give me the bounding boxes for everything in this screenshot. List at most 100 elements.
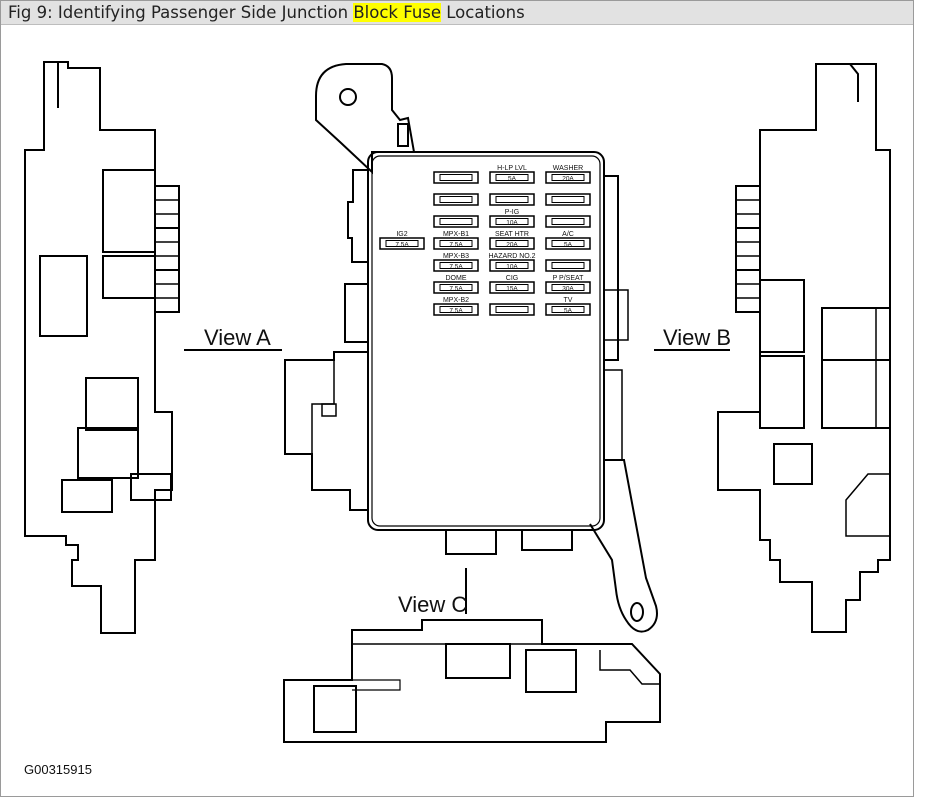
fuse-r1-c3-label: WASHER xyxy=(553,165,583,172)
bottom-bracket xyxy=(589,459,658,633)
fuse-r5-c2-label: CIG xyxy=(506,275,518,282)
center-drawing xyxy=(284,63,658,633)
fuse-ig2: IG2 7.5A xyxy=(379,231,425,250)
left-connector-3 xyxy=(284,351,368,511)
fuse-r6-c1-rating: 7.5A xyxy=(449,308,463,315)
view-c-block-2 xyxy=(445,643,511,679)
fuse-r3-c1-rating: 7.5A xyxy=(449,242,463,249)
top-bracket-hole xyxy=(339,88,357,106)
view-c-label: View C xyxy=(398,592,467,617)
fuse-r1-c3: WASHER 20A xyxy=(545,165,591,184)
fuse-r5-c1-rating: 7.5A xyxy=(449,286,463,293)
view-a-connector-1 xyxy=(154,185,180,229)
fuse-r1-c3-rating: 20A xyxy=(562,176,574,183)
fuse-r2-c2-rating: 10A xyxy=(506,220,518,227)
fuse-r3-c2-label: SEAT HTR xyxy=(495,231,529,238)
fuse-r1-c3-element xyxy=(551,174,585,181)
fuse-r3-c2-rating: 20A xyxy=(506,242,518,249)
title-highlight: Block Fuse xyxy=(353,3,442,22)
view-b-connector-3 xyxy=(735,269,761,313)
fuse-r3-c3-element xyxy=(551,240,585,247)
fuse-r2-c2-element xyxy=(495,218,529,225)
fuse-r3-c2-element xyxy=(495,240,529,247)
fuse-r3-c3-rating: 5A xyxy=(564,242,573,249)
fuse-r6-c1-label: MPX-B2 xyxy=(443,297,469,304)
fuse-r4-c1: MPX-B37.5A xyxy=(433,253,479,272)
scrollbar-gutter xyxy=(914,0,932,799)
fuse-r5-c3-rating: 30A xyxy=(562,286,574,293)
fuse-r1-c2-label: H-LP LVL xyxy=(497,165,527,172)
fuse-r1b-c3 xyxy=(545,193,591,206)
title-suffix: Locations xyxy=(441,3,525,22)
fuse-ig2-rating: 7.5A xyxy=(395,242,409,249)
fuse-r5-c3: P P/SEAT 30A xyxy=(545,275,591,294)
view-b-outline xyxy=(717,63,891,633)
junction-block-inner xyxy=(371,155,601,527)
fuse-ig2-label: IG2 xyxy=(396,231,407,238)
view-a-connector-2 xyxy=(154,227,180,271)
fuse-r3-c2: SEAT HTR 20A xyxy=(489,231,535,250)
fuse-r3-c1-label: MPX-B1 xyxy=(443,231,469,238)
view-a-block-2 xyxy=(102,255,156,299)
fuse-r4-c3 xyxy=(545,259,591,272)
fuse-r1b-c2 xyxy=(489,193,535,206)
fuse-r5-c1-element xyxy=(439,284,473,291)
fuse-r6-c3-rating: 5A xyxy=(564,308,573,315)
fuse-r1-c2-element xyxy=(495,174,529,181)
view-a-block-5 xyxy=(77,427,139,479)
view-a-block-6 xyxy=(61,479,113,513)
fuse-r3-c1: MPX-B1 7.5A xyxy=(433,231,479,250)
fuse-r4-c2-rating: 10A xyxy=(506,264,518,271)
fuse-r4-c3-element xyxy=(551,262,585,269)
fuse-r5-c3-element xyxy=(551,284,585,291)
fuse-r1-c2: H-LP LVL 5A xyxy=(489,165,535,184)
fuse-r1b-c3-element xyxy=(551,196,585,203)
view-a-outline xyxy=(24,61,173,634)
fuse-r4-c1-element xyxy=(439,262,473,269)
view-b-block-4 xyxy=(821,359,891,429)
fuse-r2-c3 xyxy=(545,215,591,228)
view-c-block-3 xyxy=(525,649,577,693)
bottom-bracket-hole xyxy=(630,602,644,622)
fuse-r6-c3-element xyxy=(551,306,585,313)
view-a-block-7 xyxy=(130,473,172,501)
view-b-connector-2 xyxy=(735,227,761,271)
view-b-label: View B xyxy=(663,325,731,350)
title-prefix: Fig 9: Identifying Passenger Side Juncti… xyxy=(8,3,354,22)
bottom-connector-2 xyxy=(521,529,573,551)
fuse-r1-c1-element xyxy=(439,174,473,181)
view-a-block-1 xyxy=(102,169,156,253)
fuse-r6-c1: MPX-B2 7.5A xyxy=(433,297,479,316)
view-b-connector-1 xyxy=(735,185,761,229)
fuse-r1-c2-rating: 5A xyxy=(508,176,517,183)
fuse-r6-c3: TV 5A xyxy=(545,297,591,316)
fuse-r2-c1 xyxy=(433,215,479,228)
fuse-r6-c1-element xyxy=(439,306,473,313)
view-a-connector-3 xyxy=(154,269,180,313)
fuse-r1b-c1 xyxy=(433,193,479,206)
view-b-block-1 xyxy=(759,279,805,353)
fuse-r1-c1 xyxy=(433,171,479,184)
fuse-r4-c1-rating: 7.5A xyxy=(449,264,463,271)
view-a-block-4 xyxy=(85,377,139,431)
figure-title: Fig 9: Identifying Passenger Side Juncti… xyxy=(1,1,913,25)
view-c-outline xyxy=(283,619,661,743)
junction-block-body xyxy=(367,151,605,531)
fuse-r5-c3-label: P P/SEAT xyxy=(553,275,585,282)
view-b-block-5 xyxy=(773,443,813,485)
figure-code: G00315915 xyxy=(24,762,92,777)
fuse-r5-c2-rating: 15A xyxy=(506,286,518,293)
fuse-ig2-element xyxy=(385,240,419,247)
view-b-block-3 xyxy=(821,307,891,361)
fuse-r2-c1-element xyxy=(439,218,473,225)
fuse-r4-c2-element xyxy=(495,262,529,269)
right-connector-stack xyxy=(604,175,619,361)
fuse-r1b-c2-element xyxy=(495,196,529,203)
fuse-r6-c3-label: TV xyxy=(564,297,573,304)
fuse-r2-c3-element xyxy=(551,218,585,225)
fuse-r3-c1-element xyxy=(439,240,473,247)
view-b-drawing xyxy=(717,63,891,633)
